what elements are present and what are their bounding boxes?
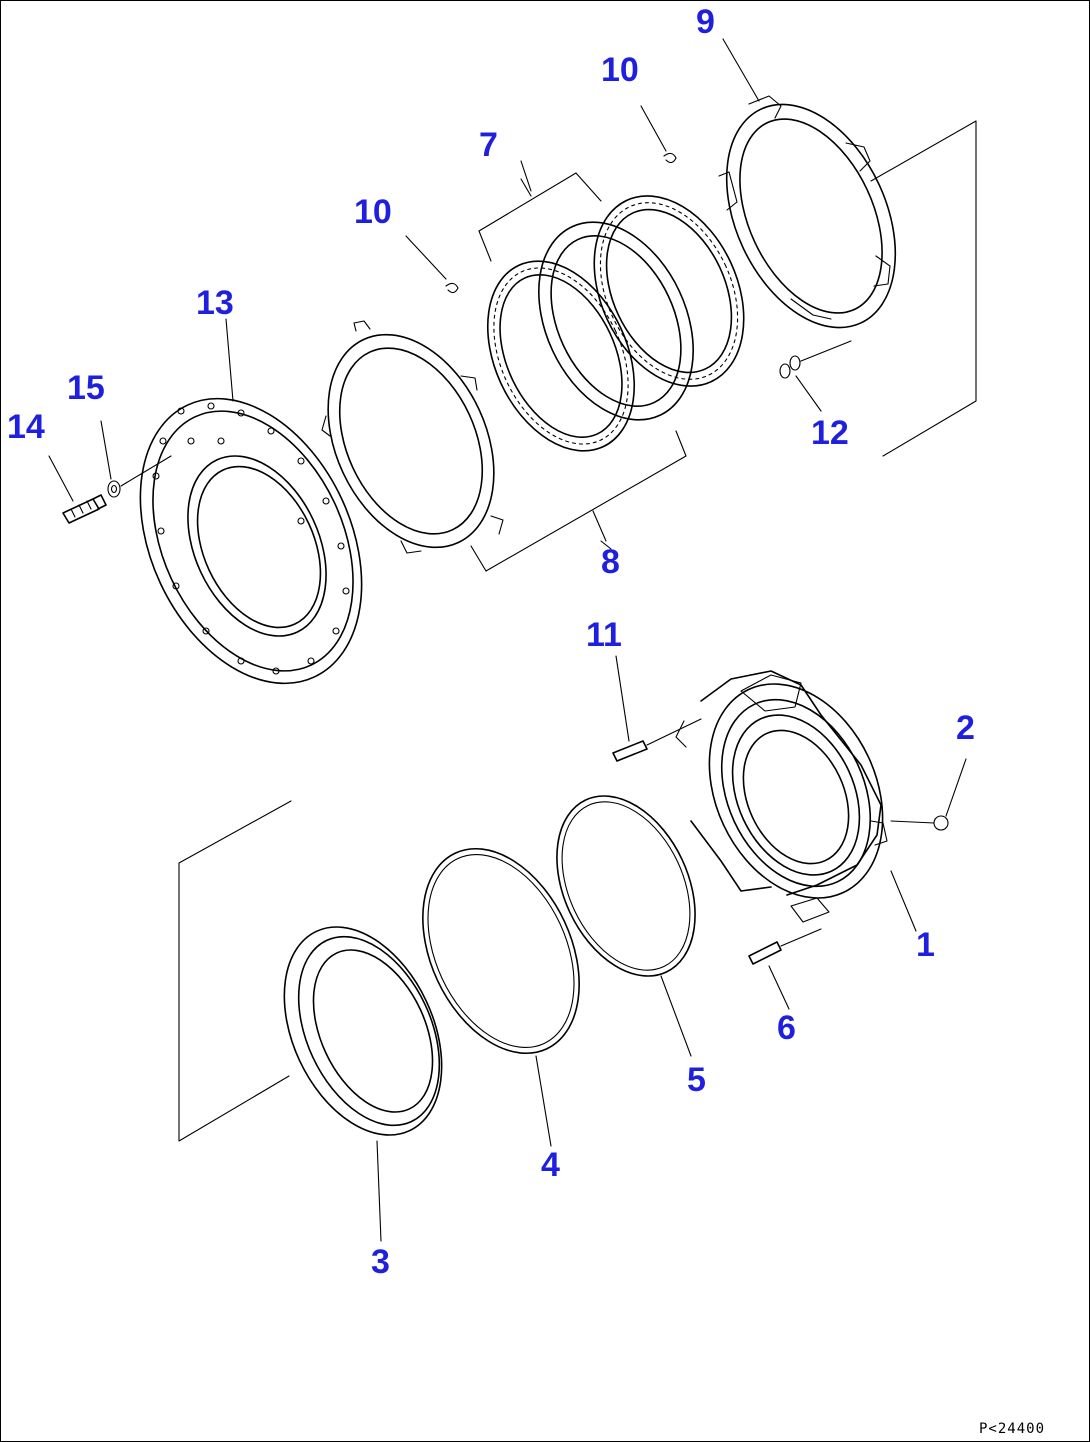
callout-5: 5 <box>687 1061 706 1099</box>
bracket-line-top <box>870 120 977 457</box>
leader-15 <box>100 420 112 480</box>
bracket-8 <box>485 430 687 572</box>
part-6-pin <box>748 928 822 1010</box>
leader-9 <box>722 38 760 102</box>
part-7-disc-pack <box>486 195 745 452</box>
leader-1 <box>890 870 917 932</box>
callout-4: 4 <box>541 1146 560 1184</box>
part-11-pin <box>612 655 702 762</box>
callout-15: 15 <box>67 369 105 407</box>
bracket-7 <box>478 172 602 232</box>
callout-7: 7 <box>479 126 498 164</box>
part-9-cover-plate <box>718 95 897 329</box>
drawing-code: P<24400 <box>979 1421 1045 1437</box>
part-14-bolt <box>62 494 107 524</box>
callout-2: 2 <box>956 709 975 747</box>
part-3-seal <box>283 926 443 1242</box>
callout-10-upper: 10 <box>601 51 639 89</box>
callout-11: 11 <box>586 616 622 654</box>
leader-7 <box>520 160 532 192</box>
leader-8 <box>600 540 612 550</box>
callout-12: 12 <box>811 414 849 452</box>
part-4-o-ring <box>422 847 580 1147</box>
leader-10-lower <box>405 235 447 280</box>
callout-9: 9 <box>696 3 715 41</box>
part-10-clip-upper <box>663 152 677 164</box>
leader-13 <box>225 318 234 402</box>
callout-13: 13 <box>196 284 234 322</box>
callout-14: 14 <box>7 408 45 446</box>
part-10-clip-lower <box>445 282 459 294</box>
part-13-flange <box>139 397 363 685</box>
leader-14 <box>48 455 74 502</box>
bracket-line-bottom <box>178 800 292 1142</box>
callout-1: 1 <box>916 926 935 964</box>
part-15-washer <box>107 480 121 498</box>
callout-3: 3 <box>371 1243 390 1281</box>
callout-8: 8 <box>601 543 620 581</box>
callout-6: 6 <box>777 1009 796 1047</box>
part-12-ring <box>779 340 852 412</box>
leader-10-upper <box>640 105 667 152</box>
part-1-housing <box>675 670 888 923</box>
separator-plate <box>321 320 504 554</box>
part-2-plug <box>890 758 967 831</box>
callout-10-lower: 10 <box>354 193 392 231</box>
part-5-o-ring <box>556 795 696 1057</box>
